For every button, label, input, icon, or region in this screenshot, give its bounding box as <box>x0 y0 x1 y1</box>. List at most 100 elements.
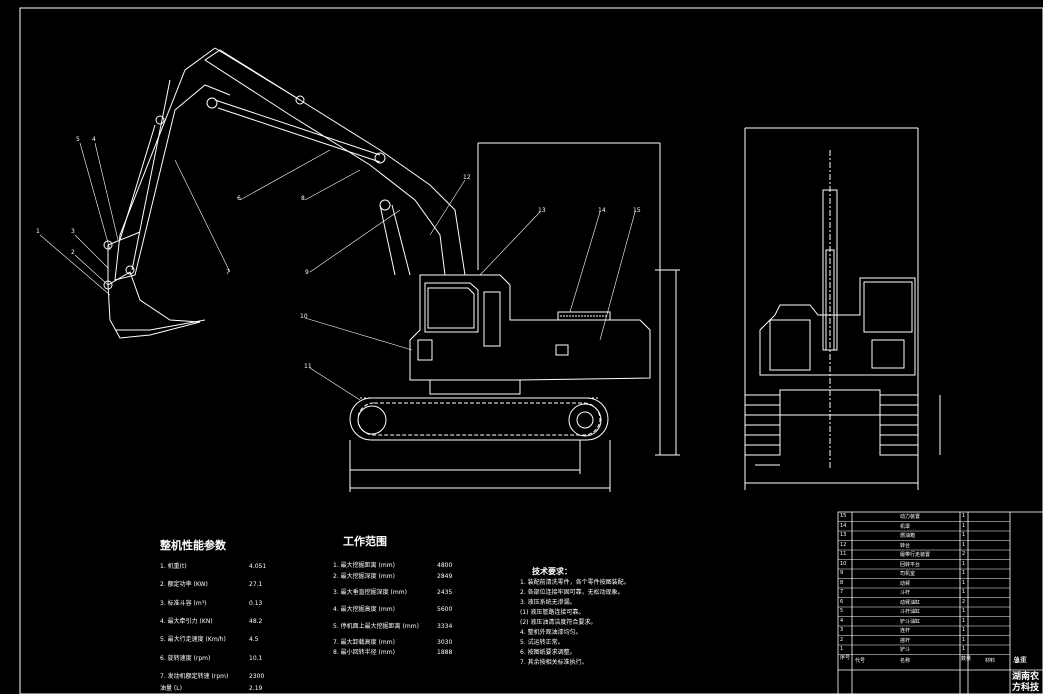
range-label: 5. 停机面上最大挖掘距离 (mm) <box>333 623 419 630</box>
bom-row-name: 铲斗 <box>900 647 911 653</box>
bom-row-name: 回转平台 <box>900 561 921 568</box>
bom-row-name: 动力装置 <box>900 514 921 520</box>
bom-row-qty: 1 <box>962 646 966 652</box>
tech-line: 1. 装配前清洗零件，各个零件按图装配。 <box>520 579 630 586</box>
bom-row-name: 斗杆 <box>900 590 911 596</box>
bom-header-no: 序号 <box>840 655 851 661</box>
range-value: 5600 <box>437 606 453 613</box>
leader-number: 8 <box>301 195 305 202</box>
tech-line: 2. 各部位连接牢固可靠，无松动现象。 <box>520 589 624 596</box>
bom-row-qty: 1 <box>962 522 966 529</box>
range-value: 2849 <box>437 573 453 580</box>
tech-title: 技术要求： <box>532 567 572 576</box>
range-label: 8. 最小回转半径 (mm) <box>333 649 395 656</box>
bom-row-qty: 1 <box>962 513 966 519</box>
bom-row-name: 司机室 <box>900 571 916 577</box>
leader-lines <box>39 142 636 401</box>
param-value: 10.1 <box>249 655 263 662</box>
bom-header-remark: 备注 <box>1015 658 1026 664</box>
bom-row-qty: 1 <box>962 579 966 586</box>
bom-header-material: 材料 <box>985 658 996 664</box>
bom-row-qty: 1 <box>962 589 966 595</box>
leader-number: 6 <box>237 195 241 202</box>
bom-row-no: 8 <box>840 579 844 586</box>
bom-row-no: 9 <box>840 570 844 576</box>
bom-header-qty: 数量 <box>961 656 972 662</box>
param-label: 油量 (L) <box>160 685 182 692</box>
leader-number: 15 <box>633 207 641 214</box>
leader-number: 3 <box>71 228 75 235</box>
bom-row-qty: 1 <box>962 627 966 633</box>
param-label: 2. 额定功率 (KW) <box>160 581 208 588</box>
param-value: 27.1 <box>249 581 263 588</box>
range-label: 4. 最大挖掘高度 (mm) <box>333 606 395 613</box>
bom-row-no: 6 <box>840 598 844 605</box>
param-value: 4.5 <box>249 636 259 643</box>
leader-number: 9 <box>305 269 309 276</box>
bom-row-name: 动臂 <box>900 580 911 587</box>
range-label: 3. 最大垂直挖掘深度 (mm) <box>333 589 407 596</box>
bom-row-no: 11 <box>840 551 847 557</box>
param-label: 7. 发动机额定转速 (rpm) <box>160 673 229 680</box>
bom-row-no: 5 <box>840 608 844 614</box>
range-title: 工作范围 <box>343 535 387 548</box>
range-label: 2. 最大挖掘深度 (mm) <box>333 573 395 580</box>
tech-line: 7. 其余按相关标准执行。 <box>520 659 588 666</box>
tech-line: (2) 液压油清洁度符合要求。 <box>520 619 597 626</box>
bom-table <box>837 511 1043 694</box>
leader-number: 4 <box>92 136 96 143</box>
range-label: 7. 最大卸载高度 (mm) <box>333 639 395 646</box>
range-value: 3030 <box>437 639 453 646</box>
tech-line: (1) 液压管路连接可靠。 <box>520 609 585 616</box>
param-value: 0.13 <box>249 600 263 607</box>
bom-row-name: 燃油箱 <box>900 533 916 539</box>
bom-row-qty: 2 <box>962 551 966 557</box>
bom-header-code: 代号 <box>855 658 866 664</box>
bom-row-no: 2 <box>840 636 844 643</box>
bom-row-qty: 1 <box>962 541 966 548</box>
param-value: 2300 <box>249 673 265 680</box>
side-view <box>103 47 680 492</box>
leader-number: 11 <box>304 363 312 370</box>
range-value: 2435 <box>437 589 453 596</box>
param-label: 1. 机重(t) <box>160 563 187 570</box>
param-value: 4.051 <box>249 563 267 570</box>
range-value: 4800 <box>437 562 453 569</box>
bom-row-name: 动臂油缸 <box>900 599 921 606</box>
param-label: 4. 最大牵引力 (KN) <box>160 618 213 625</box>
bom-row-qty: 1 <box>962 560 966 567</box>
range-value: 1888 <box>437 649 453 656</box>
leader-number: 10 <box>300 313 308 320</box>
bom-row-name: 斗杆油缸 <box>900 609 921 615</box>
bom-row-lines <box>838 521 1010 655</box>
bom-row-qty: 1 <box>962 532 966 538</box>
leader-number: 12 <box>463 174 471 181</box>
bom-row-no: 7 <box>840 589 844 595</box>
bom-row-no: 1 <box>840 646 844 652</box>
range-label: 1. 最大挖掘距离 (mm) <box>333 562 395 569</box>
leader-number: 7 <box>226 269 230 276</box>
bom-row-name: 转台 <box>900 542 911 549</box>
tech-line: 6. 按图纸要求调整。 <box>520 649 576 656</box>
leader-number: 5 <box>76 136 80 143</box>
params-title: 整机性能参数 <box>160 539 226 552</box>
param-label: 3. 标准斗容 (m³) <box>160 600 207 607</box>
bom-row-no: 10 <box>840 560 847 567</box>
title-block-dept: 方科技 <box>1012 683 1040 693</box>
param-value: 2.19 <box>249 685 263 692</box>
bom-row-name: 履带行走装置 <box>900 552 931 558</box>
param-label: 5. 最大行走速度 (Km/h) <box>160 636 226 643</box>
bom-row-name: 连杆 <box>900 628 911 634</box>
bom-row-name: 机罩 <box>900 523 911 530</box>
bom-header-name: 名称 <box>900 658 911 664</box>
leader-number: 13 <box>538 207 546 214</box>
param-label: 6. 旋转速度 (rpm) <box>160 655 211 662</box>
leader-number: 14 <box>598 207 606 214</box>
bom-row-qty: 1 <box>962 608 966 614</box>
bom-row-name: 铲斗油缸 <box>900 618 921 625</box>
tech-line: 3. 液压系统无渗漏。 <box>520 599 576 606</box>
leader-number: 2 <box>71 249 75 256</box>
bom-row-name: 摇杆 <box>900 637 911 644</box>
bom-row-qty: 1 <box>962 636 966 643</box>
